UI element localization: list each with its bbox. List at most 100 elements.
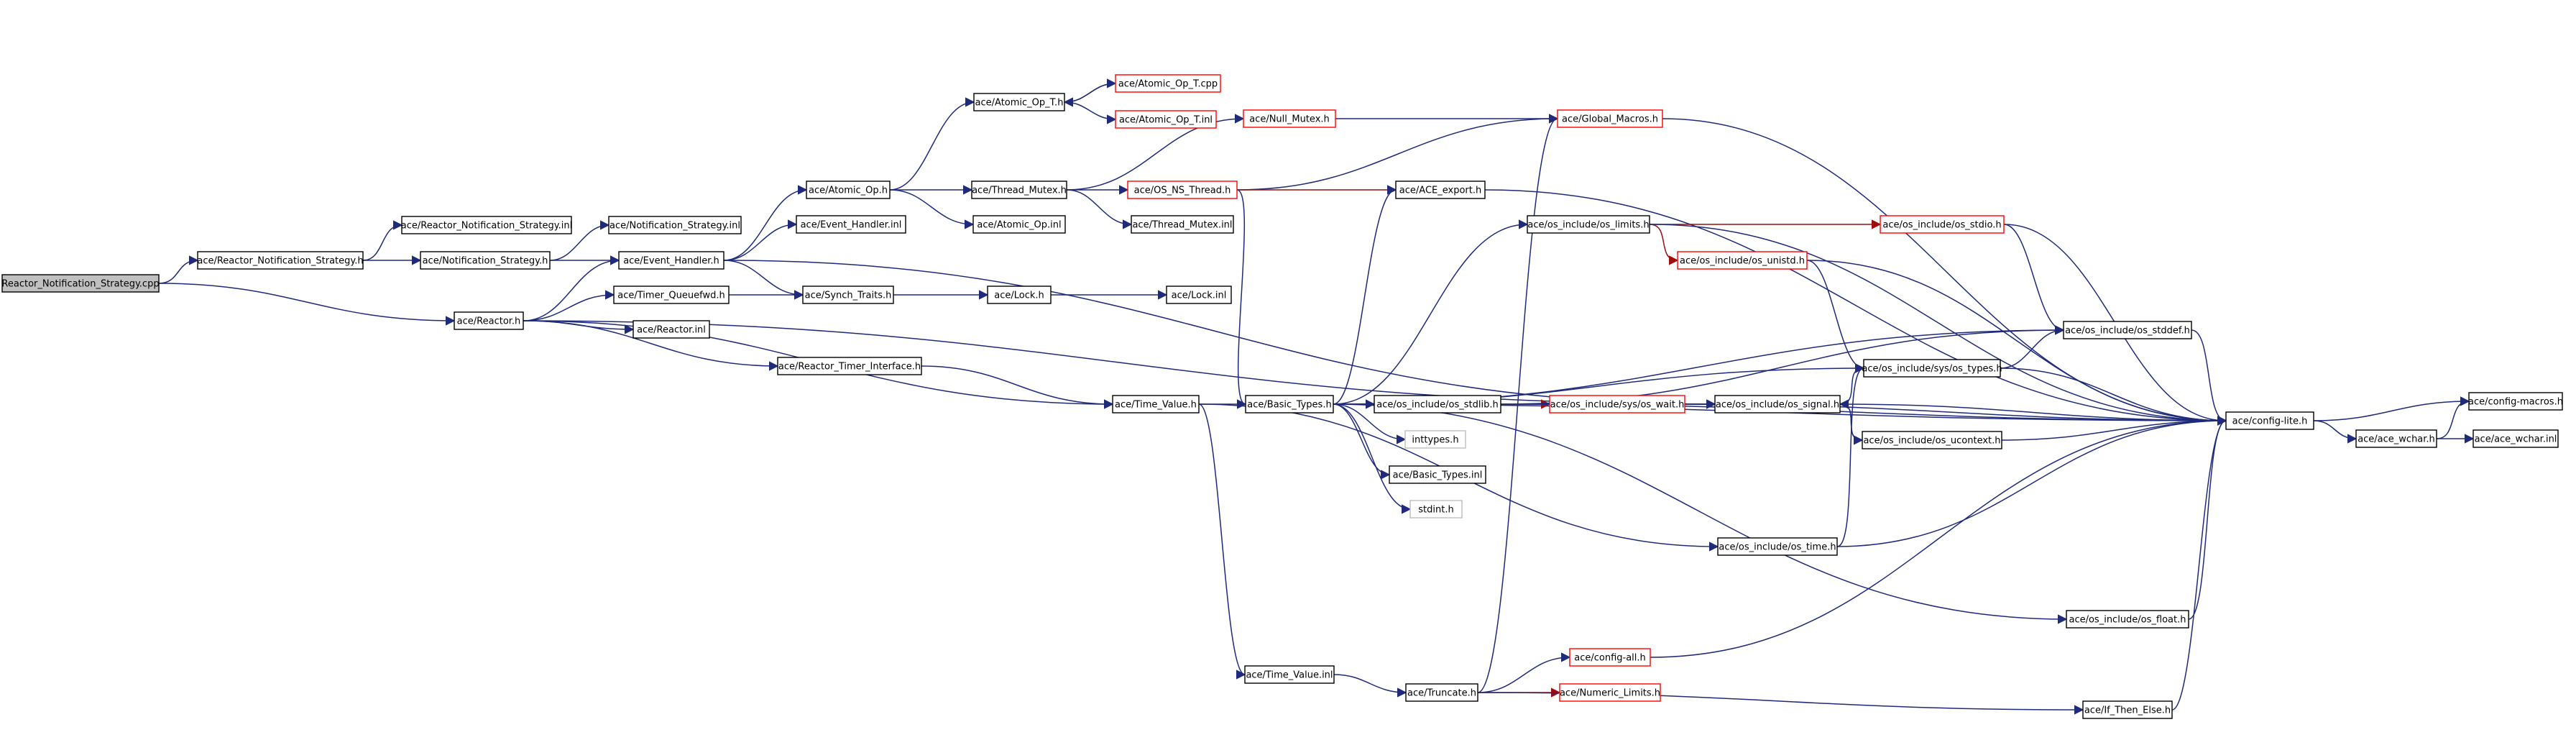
- edge-stdio_h-to-stddef_h: [2003, 224, 2065, 335]
- node-box: [1559, 683, 1661, 702]
- node-rns_h[interactable]: ace/Reactor_Notification_Strategy.h: [197, 251, 364, 270]
- edge-time_h-to-cl_h: [1836, 416, 2227, 547]
- node-box: [1717, 537, 1838, 556]
- node-ns_inl[interactable]: ace/Notification_Strategy.inl: [608, 216, 742, 234]
- edge-types_h-to-cl_h: [2000, 367, 2227, 426]
- node-rns_inl[interactable]: ace/Reactor_Notification_Strategy.inl: [401, 216, 572, 234]
- node-tm_h[interactable]: ace/Thread_Mutex.h: [971, 181, 1067, 199]
- edge-bt_h-to-float_h: [1333, 403, 2068, 624]
- node-box: [1166, 286, 1232, 304]
- node-label: ace/os_include/os_float.h: [2069, 615, 2186, 626]
- edge-ca_h-to-cl_h: [1650, 416, 2227, 658]
- node-box: [1131, 215, 1234, 234]
- edge-osns_h-to-gm_h: [1236, 114, 1559, 191]
- node-ucontext_h[interactable]: ace/os_include/os_ucontext.h: [1862, 431, 2002, 449]
- node-stdint[interactable]: stdint.h: [1409, 500, 1463, 519]
- node-null_h[interactable]: ace/Null_Mutex.h: [1243, 109, 1336, 128]
- node-limits_h[interactable]: ace/os_include/os_limits.h: [1527, 215, 1650, 234]
- node-aopt_cpp[interactable]: ace/Atomic_Op_T.cpp: [1115, 74, 1221, 93]
- edge-limits_h-to-unistd_h: [1649, 224, 1679, 265]
- node-root[interactable]: Reactor_Notification_Strategy.cpp: [1, 274, 160, 293]
- node-stddef_h[interactable]: ace/os_include/os_stddef.h: [2063, 321, 2192, 339]
- node-aopt_h[interactable]: ace/Atomic_Op_T.h: [973, 93, 1065, 111]
- node-bt_h[interactable]: ace/Basic_Types.h: [1245, 395, 1334, 414]
- node-box: [1115, 74, 1221, 93]
- edge-osns_h-to-bt_h: [1236, 189, 1247, 409]
- edge-stddef_h-to-cl_h: [2191, 329, 2227, 426]
- node-ite_h[interactable]: ace/If_Then_Else.h: [2082, 700, 2173, 719]
- node-aop_inl[interactable]: ace/Atomic_Op.inl: [972, 215, 1066, 234]
- node-reactor_inl[interactable]: ace/Reactor.inl: [632, 320, 710, 339]
- node-box: [1404, 430, 1466, 449]
- node-box: [2468, 392, 2563, 411]
- node-label: ace/os_include/os_ucontext.h: [1863, 436, 2000, 447]
- node-cl_h[interactable]: ace/config-lite.h: [2225, 411, 2314, 430]
- node-box: [1409, 500, 1463, 519]
- node-label: ace/Global_Macros.h: [1562, 114, 1658, 125]
- node-reactor_h[interactable]: ace/Reactor.h: [454, 311, 524, 330]
- node-unistd_h[interactable]: ace/os_include/os_unistd.h: [1677, 251, 1808, 270]
- node-osns_h[interactable]: ace/OS_NS_Thread.h: [1127, 181, 1238, 199]
- node-lock_inl[interactable]: ace/Lock.inl: [1166, 286, 1232, 304]
- node-gm_h[interactable]: ace/Global_Macros.h: [1557, 109, 1663, 128]
- edge-time_h-to-types_h: [1836, 363, 1865, 547]
- node-inttypes[interactable]: inttypes.h: [1404, 430, 1466, 449]
- node-wchar_h[interactable]: ace/ace_wchar.h: [2355, 429, 2437, 448]
- node-wait_h[interactable]: ace/os_include/sys/os_wait.h: [1549, 395, 1685, 414]
- node-box: [1243, 109, 1336, 128]
- node-label: ace/config-all.h: [1574, 653, 1646, 664]
- node-stdlib_h[interactable]: ace/os_include/os_stdlib.h: [1374, 395, 1501, 414]
- edge-bt_h-to-bt_inl: [1333, 403, 1391, 480]
- edge-bt_h-to-inttypes: [1333, 403, 1407, 444]
- node-types_h[interactable]: ace/os_include/sys/os_types.h: [1862, 359, 2002, 378]
- node-ns_h[interactable]: ace/Notification_Strategy.h: [420, 251, 551, 270]
- node-nl_h[interactable]: ace/Numeric_Limits.h: [1559, 683, 1661, 702]
- node-box: [613, 286, 730, 304]
- node-float_h[interactable]: ace/os_include/os_float.h: [2066, 610, 2189, 629]
- node-stdio_h[interactable]: ace/os_include/os_stdio.h: [1880, 215, 2005, 234]
- node-cm_h[interactable]: ace/config-macros.h: [2468, 392, 2563, 411]
- node-tv_h[interactable]: ace/Time_Value.h: [1112, 395, 1200, 414]
- edge-wchar_h-to-cm_h: [2436, 396, 2470, 439]
- edge-ucontext_h-to-signal_h: [1839, 399, 1863, 441]
- edge-cl_h-to-cm_h: [2313, 396, 2470, 421]
- edge-tm_h-to-tm_inl: [1066, 189, 1133, 229]
- node-atomic_h[interactable]: ace/Atomic_Op.h: [806, 181, 891, 199]
- node-export_h[interactable]: ace/ACE_export.h: [1395, 181, 1486, 199]
- node-signal_h[interactable]: ace/os_include/os_signal.h: [1714, 395, 1841, 414]
- node-label: ace/config-lite.h: [2232, 416, 2308, 427]
- node-tv_inl[interactable]: ace/Time_Value.inl: [1244, 665, 1335, 684]
- node-lock_h[interactable]: ace/Lock.h: [987, 286, 1052, 304]
- node-tq_h[interactable]: ace/Timer_Queuefwd.h: [613, 286, 730, 304]
- node-box: [1245, 395, 1334, 414]
- node-box: [1569, 648, 1651, 667]
- node-synch_h[interactable]: ace/Synch_Traits.h: [802, 286, 894, 304]
- node-box: [401, 216, 572, 234]
- node-wchar_inl[interactable]: ace/ace_wchar.inl: [2472, 429, 2559, 448]
- node-label: ace/os_include/os_stdio.h: [1882, 220, 2001, 231]
- node-box: [1, 274, 160, 293]
- node-time_h[interactable]: ace/os_include/os_time.h: [1717, 537, 1838, 556]
- node-label: ace/os_include/os_time.h: [1719, 542, 1836, 553]
- edge-tv_h-to-tv_inl: [1198, 403, 1246, 680]
- node-label: ace/Notification_Strategy.inl: [610, 221, 740, 232]
- node-box: [802, 286, 894, 304]
- edge-tv_inl-to-trunc_h: [1333, 674, 1407, 698]
- node-ca_h[interactable]: ace/config-all.h: [1569, 648, 1651, 667]
- node-aopt_inl[interactable]: ace/Atomic_Op_T.inl: [1115, 110, 1217, 129]
- edge-bt_h-to-limits_h: [1333, 219, 1529, 405]
- edge-reactor_h-to-eh_h: [523, 255, 620, 321]
- node-rti_h[interactable]: ace/Reactor_Timer_Interface.h: [777, 357, 922, 375]
- node-box: [1405, 683, 1478, 702]
- node-trunc_h[interactable]: ace/Truncate.h: [1405, 683, 1478, 702]
- node-label: ace/ACE_export.h: [1399, 186, 1481, 196]
- node-tm_inl[interactable]: ace/Thread_Mutex.inl: [1131, 215, 1234, 234]
- node-label: ace/Atomic_Op_T.h: [975, 98, 1064, 109]
- node-label: stdint.h: [1418, 505, 1453, 516]
- edge-eh_h-to-signal_h: [723, 260, 1716, 409]
- node-label: ace/Atomic_Op_T.inl: [1119, 115, 1213, 126]
- node-bt_inl[interactable]: ace/Basic_Types.inl: [1389, 465, 1486, 484]
- node-eh_inl[interactable]: ace/Event_Handler.inl: [796, 215, 906, 234]
- node-eh_h[interactable]: ace/Event_Handler.h: [618, 251, 724, 270]
